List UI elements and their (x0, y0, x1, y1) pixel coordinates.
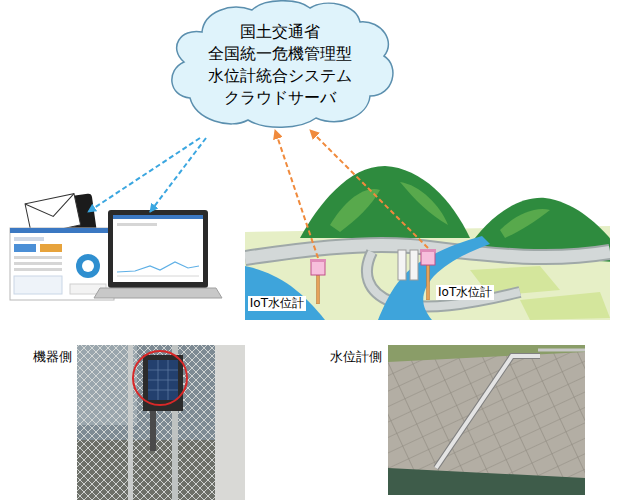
device-screens-part (14, 276, 62, 294)
gauge-cap (420, 249, 436, 252)
cloud-outline (172, 1, 393, 128)
gauge-photo-part (388, 468, 585, 495)
gauge-photo-part (538, 349, 585, 352)
equipment-photo-part (148, 360, 178, 400)
cloud-text-area: 国土交通省 全国統一危機管理型 水位計統合システム クラウドサーバ (160, 0, 400, 130)
gauge-photo-part (388, 345, 585, 362)
device-screens-part (14, 237, 44, 241)
device-screens-part (113, 215, 203, 282)
gauge-icon (308, 258, 328, 304)
photo-caption: 機器側 (33, 349, 72, 365)
device-screens-part (108, 210, 208, 288)
photo-caption: 水位計側 (330, 349, 382, 365)
gauge-pole (427, 265, 430, 300)
river-landscape-part (410, 250, 418, 280)
gauge-photo-part (436, 356, 540, 468)
device-screens-part-part (25, 194, 78, 222)
device-screens-part (10, 228, 114, 300)
device-screens-part (40, 244, 62, 252)
device-screens (10, 138, 222, 300)
gauge-photo-part (388, 345, 585, 495)
photo-caption-area: 水位計側 (330, 349, 382, 365)
river-landscape-part (500, 209, 550, 238)
device-screens-part (113, 215, 203, 219)
river-landscape-part (330, 189, 380, 232)
cloud-server: 国土交通省 全国統一危機管理型 水位計統合システム クラウドサーバ (160, 0, 400, 130)
cloud-title: 国土交通省 全国統一危機管理型 水位計統合システム クラウドサーバ (203, 21, 357, 109)
cloud-shape (160, 0, 400, 130)
data-upload-arrow (275, 130, 318, 258)
gauge-pole (317, 275, 320, 304)
gauge-photo-part (436, 356, 540, 468)
equipment-photo-part (133, 351, 187, 405)
river-landscape-part (398, 250, 406, 280)
gauge-photo (388, 345, 585, 495)
equipment-photo-part (150, 411, 156, 451)
device-screens-part (117, 262, 199, 272)
device-screens-part (10, 228, 114, 233)
equipment-photo-part (128, 345, 133, 500)
river-landscape (245, 166, 610, 320)
iot-water-level-gauge: IoT水位計 (418, 248, 438, 300)
gauge-housing (311, 261, 325, 275)
river-landscape-part (300, 166, 470, 238)
equipment-photo-part (77, 345, 245, 500)
gauge-label: IoT水位計 (436, 285, 494, 300)
gauge-label-area: IoT水位計 (436, 285, 494, 300)
gauge-cap (310, 259, 326, 262)
river-landscape-part (378, 236, 490, 320)
device-screens-part (14, 256, 62, 259)
device-screens-part (150, 138, 206, 212)
device-screens-part (76, 254, 100, 278)
device-screens-part (117, 223, 157, 226)
equipment-photo-part (148, 360, 178, 400)
iot-water-level-gauge: IoT水位計 (308, 258, 328, 304)
river-landscape-part (520, 292, 610, 320)
river-landscape-part (400, 182, 448, 225)
gauge-icon (418, 248, 438, 300)
gauge-housing (421, 251, 435, 265)
photo-caption-area: 機器側 (33, 349, 72, 365)
gauge-label-area: IoT水位計 (248, 296, 306, 311)
device-screens-part (94, 288, 222, 298)
device-screens-part (82, 260, 94, 272)
device-screens-part (14, 244, 36, 252)
device-screens-part (14, 262, 62, 265)
equipment-photo-part (215, 345, 245, 500)
device-screens-part (117, 276, 199, 277)
equipment-photo-part (77, 345, 217, 500)
data-upload-arrow (310, 130, 428, 248)
device-screens-part (14, 268, 62, 271)
equipment-photo (77, 345, 245, 500)
device-screens-part (88, 138, 200, 212)
gauge-label: IoT水位計 (248, 296, 306, 311)
